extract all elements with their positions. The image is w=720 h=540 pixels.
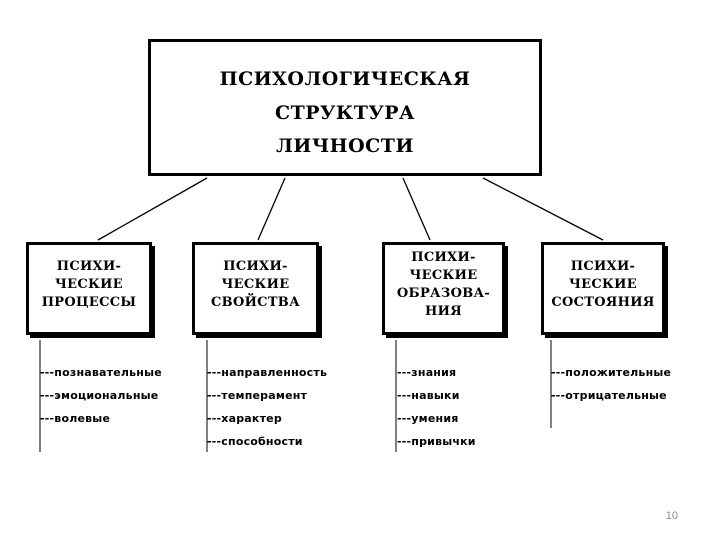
category-label-line: ПСИХИ-: [411, 249, 476, 265]
category-label-line: ОБРАЗОВА-: [396, 285, 491, 301]
list-item: ---волевые: [40, 412, 111, 425]
list-item: ---умения: [397, 412, 459, 425]
box-shadow: [196, 334, 322, 338]
list-item: ---привычки: [397, 435, 476, 448]
box-shadow: [386, 334, 508, 338]
list-item: ---положительные: [551, 366, 672, 379]
category-label-line: ПРОЦЕССЫ: [41, 294, 137, 310]
box-shadow: [318, 246, 322, 338]
category-label-line: СВОЙСТВА: [211, 294, 300, 310]
main-title-box: ПСИХОЛОГИЧЕСКАЯ СТРУКТУРА ЛИЧНОСТИ: [148, 39, 542, 176]
list-item: ---способности: [207, 435, 303, 448]
page-number: 10: [665, 510, 678, 522]
category-box-formations: ПСИХИ- ЧЕСКИЕ ОБРАЗОВА- НИЯ: [382, 242, 505, 335]
category-box-states: ПСИХИ- ЧЕСКИЕ СОСТОЯНИЯ: [541, 242, 665, 335]
list-properties: ---направленность ---темперамент ---хара…: [207, 361, 327, 453]
list-item: ---направленность: [207, 366, 328, 379]
list-processes: ---познавательные ---эмоциональные ---во…: [40, 361, 162, 430]
list-item: ---познавательные: [40, 366, 162, 379]
category-box-processes: ПСИХИ- ЧЕСКИЕ ПРОЦЕССЫ: [26, 242, 152, 335]
list-item: ---темперамент: [207, 389, 308, 402]
connector-line: [482, 177, 604, 241]
connector-line: [97, 177, 208, 241]
category-label-line: ЧЕСКИЕ: [55, 276, 123, 292]
category-label-line: ЧЕСКИЕ: [221, 276, 290, 292]
category-label-line: НИЯ: [425, 303, 462, 319]
category-label-line: ЧЕСКИЕ: [569, 276, 637, 292]
category-label-line: ПСИХИ-: [223, 258, 288, 274]
list-item: ---навыки: [397, 389, 460, 402]
box-shadow: [30, 334, 155, 338]
connector-line: [402, 177, 431, 241]
list-states: ---положительные ---отрицательные: [551, 361, 671, 407]
category-label-line: СОСТОЯНИЯ: [551, 294, 655, 310]
list-formations: ---знания ---навыки ---умения ---привычк…: [397, 361, 476, 453]
list-item: ---знания: [397, 366, 457, 379]
category-label-line: ЧЕСКИЕ: [409, 267, 478, 283]
connector-line: [257, 177, 286, 241]
list-item: ---отрицательные: [551, 389, 667, 402]
box-shadow: [545, 334, 668, 338]
box-shadow: [504, 246, 508, 338]
main-title-line-1: ПСИХОЛОГИЧЕСКАЯ: [219, 68, 471, 90]
main-title-line-3: ЛИЧНОСТИ: [276, 135, 414, 157]
main-title-line-2: СТРУКТУРА: [274, 102, 416, 124]
category-label-line: ПСИХИ-: [570, 258, 636, 274]
box-shadow: [664, 246, 668, 338]
category-box-properties: ПСИХИ- ЧЕСКИЕ СВОЙСТВА: [192, 242, 319, 335]
list-item: ---характер: [207, 412, 282, 425]
list-item: ---эмоциональные: [40, 389, 159, 402]
box-shadow: [151, 246, 155, 338]
category-label-line: ПСИХИ-: [56, 258, 122, 274]
